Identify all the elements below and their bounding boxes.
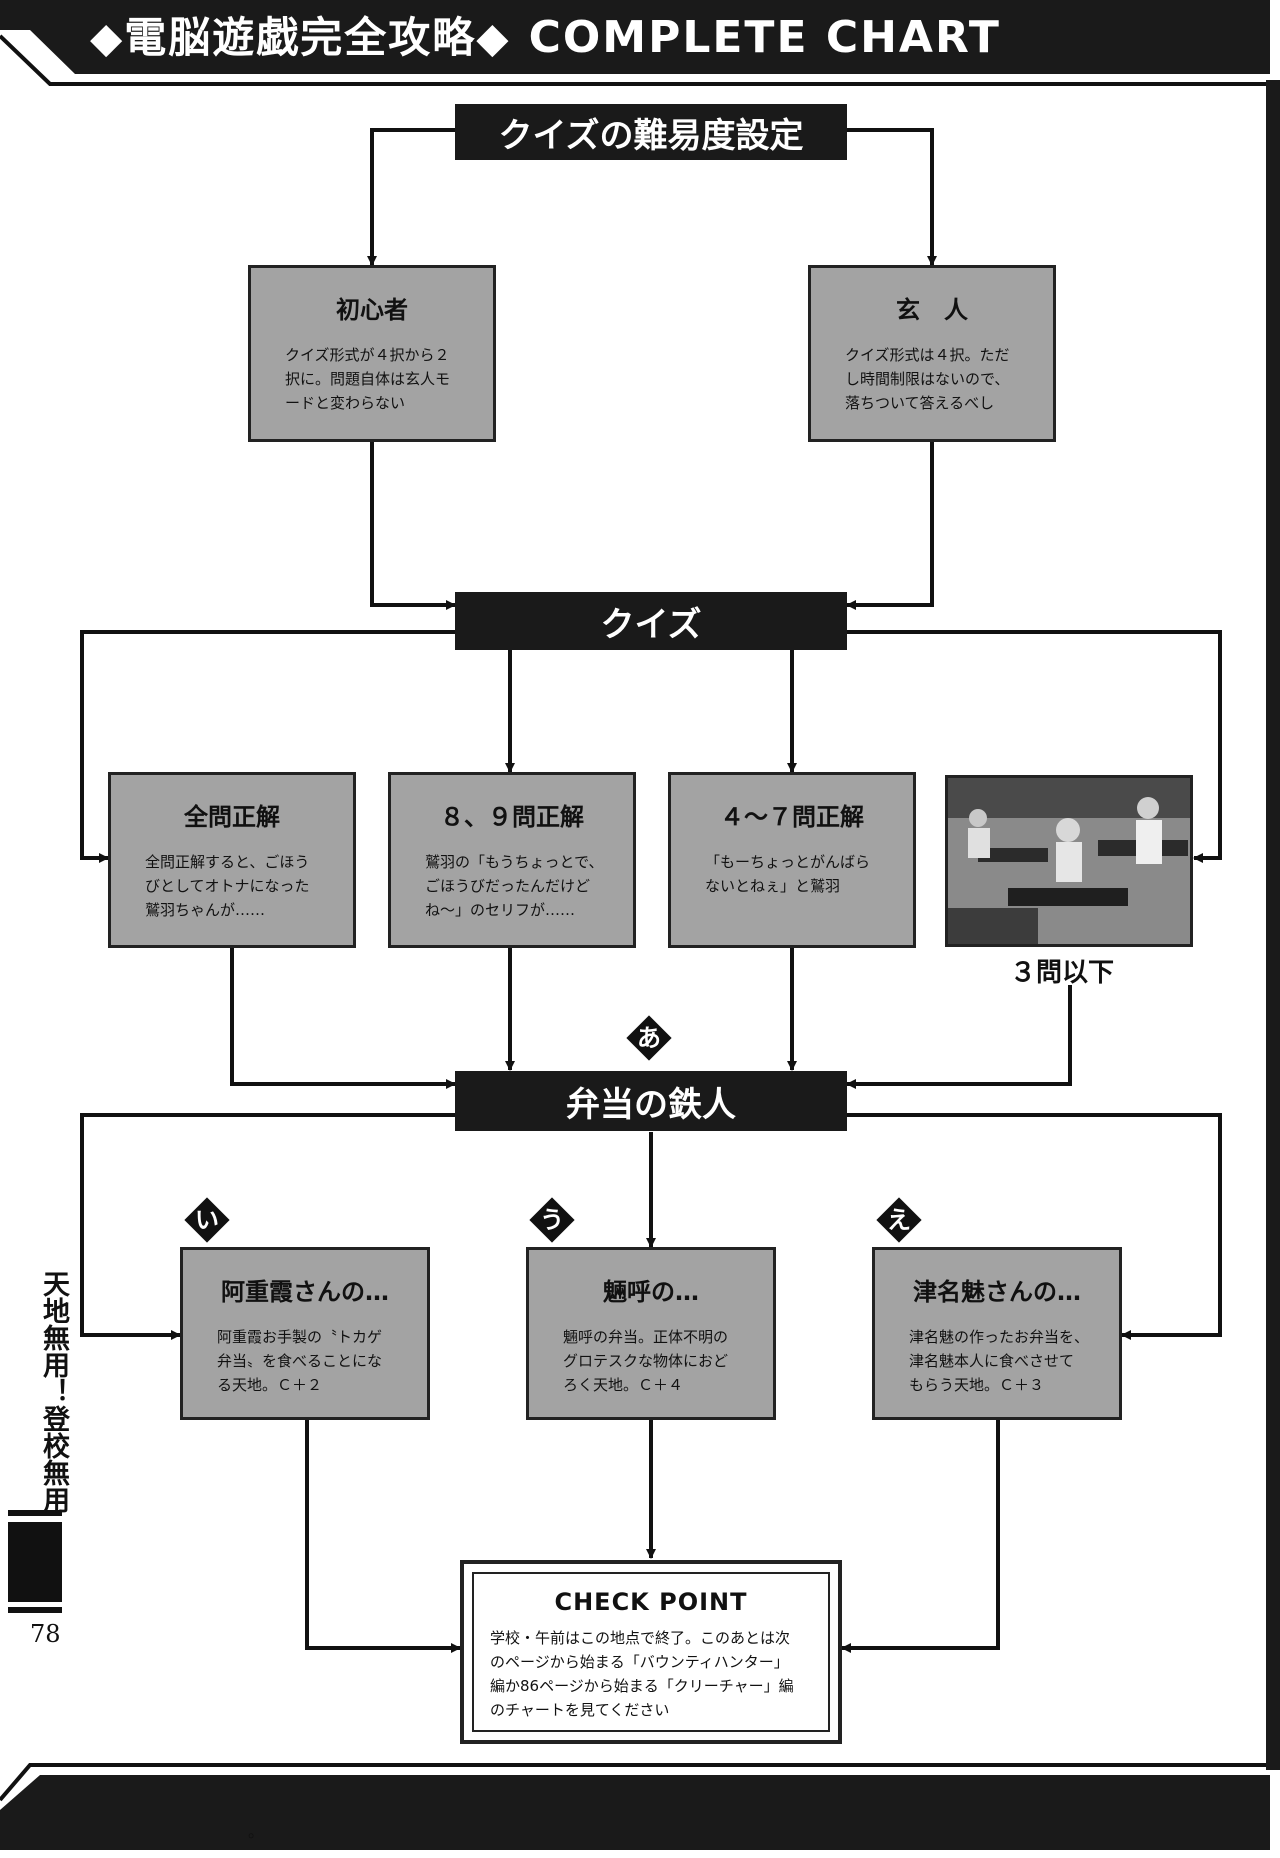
arrow-low-bento bbox=[846, 985, 1072, 1089]
footer-band bbox=[0, 1775, 1270, 1850]
checkpoint-box: CHECK POINT 学校・午前はこの地点で終了。このあとは次 のページから始… bbox=[460, 1560, 842, 1744]
book-title-vertical: 天地無用！登校無用 bbox=[38, 1270, 69, 1513]
ending-ayeka-node: 阿重霞さんの… 阿重霞お手製の〝トカゲ 弁当〟を食べることにな る天地。Ｃ＋２ bbox=[180, 1247, 430, 1420]
right-edge-bar bbox=[1266, 80, 1280, 1770]
ending-ryoko-title: 魎呼の… bbox=[603, 1278, 699, 1306]
marker-e: え bbox=[876, 1197, 922, 1243]
footer-rule bbox=[0, 1763, 1270, 1802]
result-all-correct-title: 全問正解 bbox=[184, 803, 280, 831]
arrow-beginner-quiz bbox=[370, 442, 456, 610]
result-8-9-body: 鷲羽の「もうちょっとで、 ごほうびだったんだけど ね～」のセリフが…… bbox=[425, 853, 604, 919]
marker-u-label: う bbox=[540, 1206, 564, 1234]
arrow-all-correct-bento bbox=[230, 948, 456, 1089]
arrow-ayeka-checkpoint bbox=[305, 1420, 461, 1653]
result-8-9-node: ８、９問正解 鷲羽の「もうちょっとで、 ごほうびだったんだけど ね～」のセリフが… bbox=[388, 772, 636, 948]
page-number: 78 bbox=[30, 1620, 61, 1648]
marker-a: あ bbox=[626, 1015, 672, 1061]
ending-ayeka-body: 阿重霞お手製の〝トカゲ 弁当〟を食べることにな る天地。Ｃ＋２ bbox=[217, 1328, 383, 1394]
ending-tsunami-title: 津名魅さんの… bbox=[913, 1278, 1081, 1306]
result-4-7-node: ４～７問正解 「もーちょっとがんばら ないとねぇ」と鷲羽 bbox=[668, 772, 916, 948]
expert-title: 玄 人 bbox=[896, 296, 968, 324]
header-band bbox=[0, 0, 1270, 74]
header-rule bbox=[0, 34, 1270, 86]
beginner-node: 初心者 クイズ形式が４択から２ 択に。問題自体は玄人モ ードと変わらない bbox=[248, 265, 496, 442]
beginner-body: クイズ形式が４択から２ 択に。問題自体は玄人モ ードと変わらない bbox=[285, 346, 451, 412]
low-score-caption: ３問以下 bbox=[1010, 958, 1115, 988]
ending-tsunami-node: 津名魅さんの… 津名魅の作ったお弁当を、 津名魅本人に食べさせて もらう天地。Ｃ… bbox=[872, 1247, 1122, 1420]
checkpoint-title: CHECK POINT bbox=[554, 1588, 748, 1616]
page-header-title: ◆電脳遊戯完全攻略◆ COMPLETE CHART bbox=[90, 6, 1001, 70]
quiz-node: クイズ bbox=[455, 592, 847, 650]
quiz-label: クイズ bbox=[600, 604, 702, 645]
result-all-correct-node: 全問正解 全問正解すると、ごほう びとしてオトナになった 鷲羽ちゃんが…… bbox=[108, 772, 356, 948]
ending-ayeka-title: 阿重霞さんの… bbox=[221, 1278, 389, 1306]
arrow-quiz-low bbox=[847, 630, 1222, 863]
ending-tsunami-body: 津名魅の作ったお弁当を、 津名魅本人に食べさせて もらう天地。Ｃ＋３ bbox=[909, 1328, 1090, 1394]
arrow-tsunami-checkpoint bbox=[841, 1420, 1000, 1653]
ending-ryoko-body: 魎呼の弁当。正体不明の グロテスクな物体におど ろく天地。Ｃ＋４ bbox=[563, 1328, 729, 1394]
marker-e-label: え bbox=[887, 1206, 911, 1234]
difficulty-setting-node: クイズの難易度設定 bbox=[455, 104, 847, 160]
footer-dot: 。 bbox=[248, 1822, 265, 1841]
expert-node: 玄 人 クイズ形式は４択。ただ し時間制限はないので、 落ちついて答えるべし bbox=[808, 265, 1056, 442]
side-rule-bottom bbox=[8, 1607, 62, 1613]
ending-ryoko-node: 魎呼の… 魎呼の弁当。正体不明の グロテスクな物体におど ろく天地。Ｃ＋４ bbox=[526, 1247, 776, 1420]
arrow-difficulty-expert bbox=[847, 128, 937, 266]
marker-a-label: あ bbox=[637, 1024, 661, 1052]
marker-i: い bbox=[184, 1197, 230, 1243]
result-8-9-title: ８、９問正解 bbox=[440, 803, 584, 831]
result-4-7-body: 「もーちょっとがんばら ないとねぇ」と鷲羽 bbox=[705, 853, 871, 895]
expert-body: クイズ形式は４択。ただ し時間制限はないので、 落ちついて答えるべし bbox=[845, 346, 1010, 412]
checkpoint-body: 学校・午前はこの地点で終了。このあとは次 のページから始まる「バウンティハンター… bbox=[490, 1629, 794, 1719]
classroom-photo bbox=[945, 775, 1193, 947]
header-title-jp: ◆電脳遊戯完全攻略◆ bbox=[90, 13, 511, 62]
bento-iron-chef-node: 弁当の鉄人 bbox=[455, 1071, 847, 1131]
side-block bbox=[8, 1522, 62, 1602]
marker-u: う bbox=[529, 1197, 575, 1243]
header-title-en: COMPLETE CHART bbox=[528, 12, 1001, 63]
arrow-bento-ayeka bbox=[80, 1113, 455, 1340]
beginner-title: 初心者 bbox=[336, 296, 408, 324]
arrow-bento-tsunami bbox=[847, 1113, 1222, 1340]
difficulty-label: クイズの難易度設定 bbox=[498, 115, 804, 156]
arrow-expert-quiz bbox=[846, 442, 934, 610]
result-all-correct-body: 全問正解すると、ごほう びとしてオトナになった 鷲羽ちゃんが…… bbox=[145, 853, 310, 919]
marker-i-label: い bbox=[195, 1206, 219, 1234]
bento-label: 弁当の鉄人 bbox=[566, 1084, 736, 1125]
result-4-7-title: ４～７問正解 bbox=[720, 803, 864, 831]
arrow-quiz-all-correct bbox=[80, 630, 455, 863]
classroom-illustration bbox=[948, 778, 1190, 944]
side-rule-top bbox=[8, 1510, 62, 1516]
arrow-difficulty-beginner bbox=[367, 128, 455, 266]
